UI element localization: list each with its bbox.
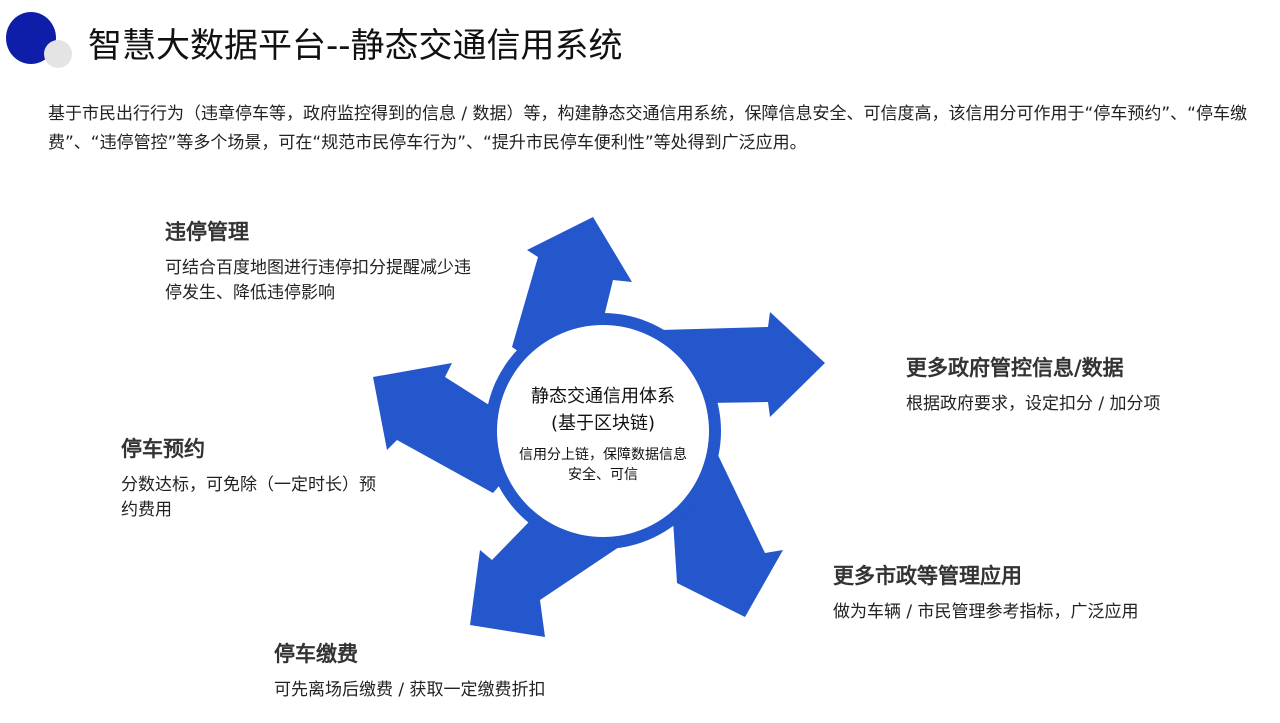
intro-text: 基于市民出行行为（违章停车等，政府监控得到的信息 / 数据）等，构建静态交通信用… [48,104,1247,153]
item-title: 更多政府管控信息/数据 [906,356,1124,380]
item-government: 更多政府管控信息/数据 根据政府要求，设定扣分 / 加分项 [906,352,1246,417]
item-payment: 停车缴费 可先离场后缴费 / 获取一定缴费折扣 [274,638,674,703]
logo-accent-circle [44,40,72,68]
item-desc: 根据政府要求，设定扣分 / 加分项 [906,394,1161,414]
item-title: 违停管理 [165,220,249,244]
center-label: 静态交通信用体系 (基于区块链) 信用分上链，保障数据信息安全、可信 [495,383,711,485]
item-desc: 可结合百度地图进行违停扣分提醒减少违停发生、降低违停影响 [165,258,471,303]
item-reservation: 停车预约 分数达标，可免除（一定时长）预约费用 [121,433,391,523]
item-desc: 做为车辆 / 市民管理参考指标，广泛应用 [833,602,1139,622]
item-desc: 分数达标，可免除（一定时长）预约费用 [121,475,376,520]
item-title: 停车缴费 [274,642,358,666]
arrow-down-left [470,490,625,637]
item-title: 更多市政等管理应用 [833,564,1022,588]
page-title: 智慧大数据平台--静态交通信用系统 [88,26,623,66]
center-desc: 信用分上链，保障数据信息安全、可信 [519,447,687,483]
item-violation: 违停管理 可结合百度地图进行违停扣分提醒减少违停发生、降低违停影响 [165,216,475,306]
item-municipal: 更多市政等管理应用 做为车辆 / 市民管理参考指标，广泛应用 [833,560,1233,625]
center-subtitle: (基于区块链) [550,413,656,434]
item-title: 停车预约 [121,437,205,461]
center-circle [497,325,709,537]
item-desc: 可先离场后缴费 / 获取一定缴费折扣 [274,680,546,700]
center-title: 静态交通信用体系 [531,386,675,407]
